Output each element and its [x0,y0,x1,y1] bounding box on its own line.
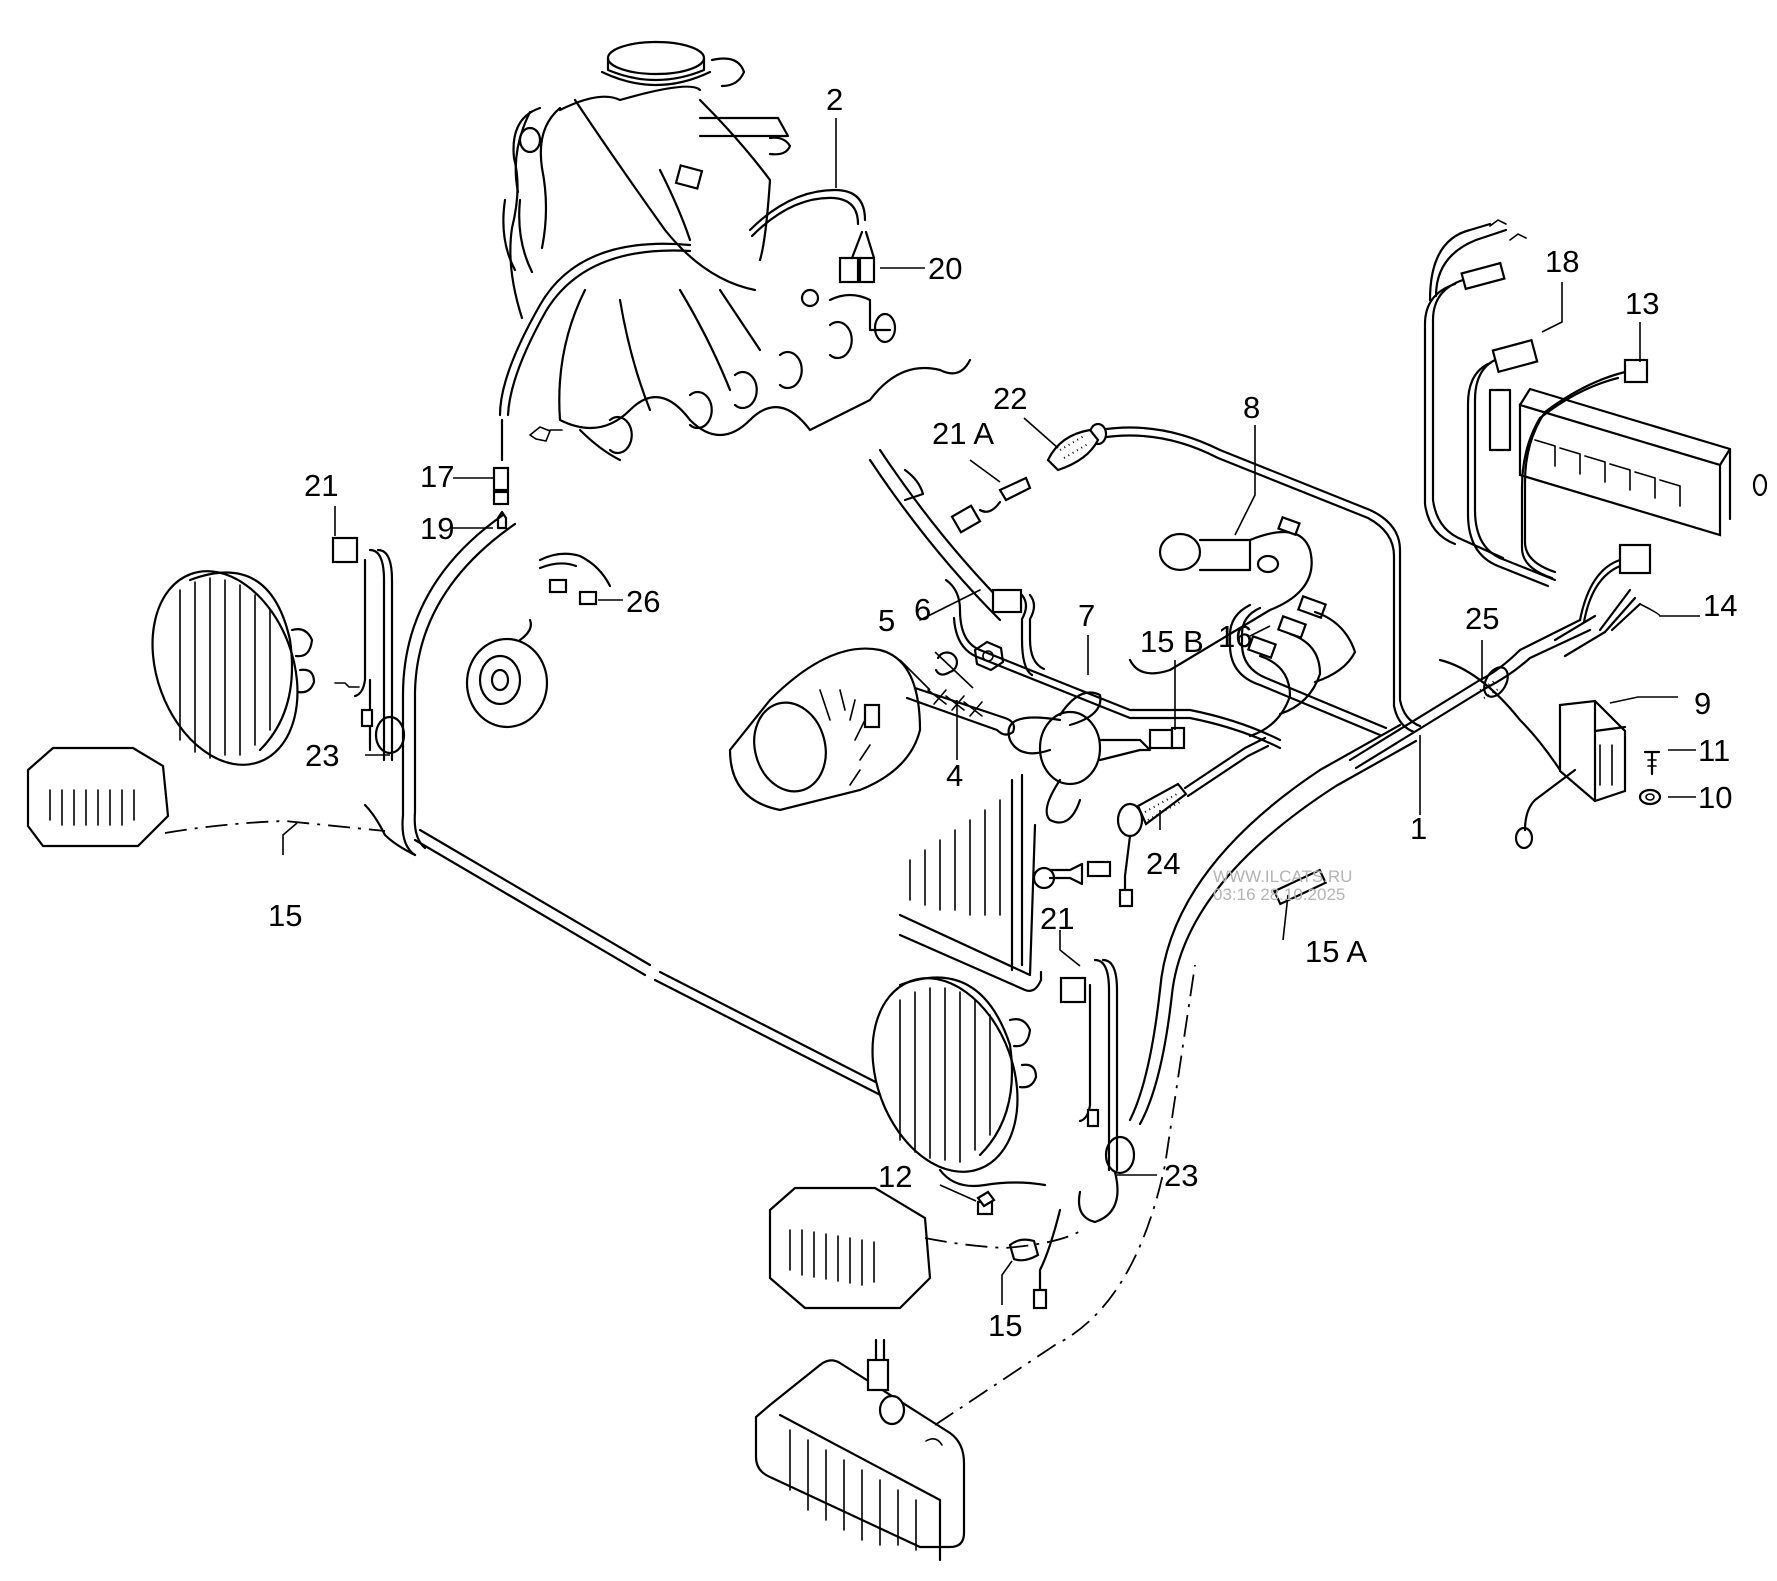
fuse-relay-panel [1423,219,1768,624]
relay-holder-illustration [1514,699,1662,850]
callout-6[interactable]: 6 [914,592,932,627]
main-harness [363,513,1642,1188]
callout-24[interactable]: 24 [1146,846,1181,881]
callout-7[interactable]: 7 [1078,598,1096,633]
callout-21-lower[interactable]: 21 [1040,901,1075,936]
callout-11[interactable]: 11 [1698,733,1731,768]
brake-lead [1046,422,1422,734]
dashed-guide-foglamp [934,964,1196,1426]
alternator-illustration [728,588,1046,812]
callout-15b[interactable]: 15 B [1140,624,1204,659]
dashed-guide-lower [924,1227,1086,1249]
engine-harness-wire [498,164,876,442]
horn-illustration [465,552,612,729]
callout-19[interactable]: 19 [420,511,455,546]
clip-12 [976,1190,996,1208]
callout-5[interactable]: 5 [878,603,896,638]
callout-8[interactable]: 8 [1243,390,1261,425]
fan-motor-illustration [1007,691,1186,824]
callout-9[interactable]: 9 [1694,686,1712,721]
callout-21a[interactable]: 21 A [932,416,995,451]
callout-25[interactable]: 25 [1465,601,1500,636]
callout-15-lower[interactable]: 15 [988,1308,1023,1343]
watermark-site: WWW.ILCATS.RU [1213,867,1353,886]
dashed-guide-left [164,820,386,834]
fog-lamp-illustration [754,1338,966,1562]
radiator-illustration [898,773,1043,992]
sender-illustration [1032,736,1270,908]
callout-4[interactable]: 4 [946,758,964,793]
callout-22[interactable]: 22 [993,381,1028,416]
left-headlight-illustration [151,536,406,766]
sensor-illustration [868,448,1032,622]
callout-21-left[interactable]: 21 [304,468,339,503]
callout-13[interactable]: 13 [1625,286,1660,321]
intake-manifold-illustration [502,40,972,462]
watermark-timestamp: 03:16 28.10.2025 [1213,885,1346,904]
watermark: WWW.ILCATS.RU 03:16 28.10.2025 [1213,868,1352,904]
callout-14[interactable]: 14 [1703,588,1738,623]
callout-2[interactable]: 2 [826,82,844,117]
callout-26[interactable]: 26 [626,584,661,619]
right-headlight-illustration [871,958,1136,1224]
callout-20[interactable]: 20 [928,251,963,286]
callout-15a[interactable]: 15 A [1305,934,1368,969]
callout-12[interactable]: 12 [878,1159,913,1194]
callout-1[interactable]: 1 [1410,811,1428,846]
right-indicator-illustration [768,1186,1062,1310]
callout-15-left[interactable]: 15 [268,898,303,933]
brake-master-cylinder [1128,515,1357,738]
callout-23-left[interactable]: 23 [305,738,340,773]
callout-17[interactable]: 17 [420,459,455,494]
callout-16[interactable]: 16 [1218,619,1253,654]
callout-23-lower[interactable]: 23 [1164,1158,1199,1193]
callout-leader-lines [282,118,1700,1305]
callout-10[interactable]: 10 [1698,780,1733,815]
left-indicator-illustration [26,746,170,848]
callout-18[interactable]: 18 [1545,244,1580,279]
connector-17-19 [492,418,510,530]
